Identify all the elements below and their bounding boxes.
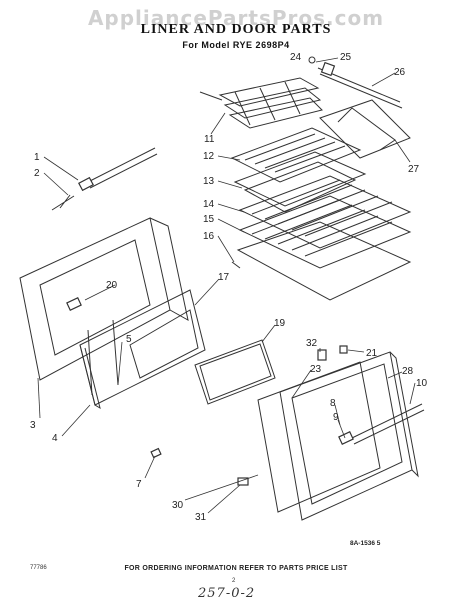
leader-lines (37, 57, 416, 514)
callout-4: 4 (52, 433, 58, 444)
door-gasket (194, 339, 276, 405)
callout-10: 10 (416, 378, 428, 389)
callout-labels: 1 2 3 4 5 7 8 9 10 11 12 13 14 15 16 17 … (30, 52, 428, 523)
page-number: 2 (232, 578, 236, 584)
callout-12: 12 (203, 151, 215, 162)
callout-27: 27 (408, 164, 420, 175)
callout-9: 9 (333, 412, 339, 423)
broiler-pan-lower (233, 151, 367, 213)
callout-17: 17 (218, 272, 230, 283)
callout-15: 15 (203, 214, 215, 225)
broil-element (199, 77, 323, 129)
bake-element (231, 221, 412, 301)
callout-21: 21 (366, 348, 378, 359)
callout-23: 23 (310, 364, 322, 375)
oven-liner (19, 217, 189, 381)
callout-31: 31 (195, 512, 207, 523)
callout-20: 20 (106, 280, 118, 291)
door-handle (338, 403, 425, 445)
outer-door (257, 351, 419, 521)
oven-light-assembly (308, 56, 403, 109)
callout-16: 16 (203, 231, 215, 242)
callout-2: 2 (34, 168, 40, 179)
callout-7: 7 (136, 479, 142, 490)
broiler-grid (230, 127, 362, 183)
model-label: For Model RYE 2698P4 (182, 40, 290, 50)
callout-14: 14 (203, 199, 215, 210)
callout-32: 32 (306, 338, 318, 349)
callout-28: 28 (402, 366, 414, 377)
drawing-reference: 8A-1536 5 (350, 540, 381, 547)
inner-door-glass (79, 289, 206, 410)
callout-1: 1 (34, 152, 40, 163)
ordering-footer: FOR ORDERING INFORMATION REFER TO PARTS … (124, 565, 348, 572)
broiler-pan (319, 99, 411, 159)
watermark: AppliancePartsPros.com (87, 6, 385, 30)
diagram-title: LINER AND DOOR PARTS (140, 22, 332, 37)
callout-11: 11 (204, 134, 215, 145)
callout-25: 25 (340, 52, 352, 63)
small-parts (150, 345, 348, 486)
callout-8: 8 (330, 398, 336, 409)
callout-19: 19 (274, 318, 286, 329)
callout-24: 24 (290, 52, 302, 63)
callout-3: 3 (30, 420, 36, 431)
handwritten-note: 257-0-2 (198, 586, 256, 601)
oven-racks (238, 175, 412, 269)
callout-5: 5 (126, 334, 132, 345)
callout-13: 13 (203, 176, 215, 187)
callout-26: 26 (394, 67, 406, 78)
callout-30: 30 (172, 500, 184, 511)
wire-harness (51, 147, 158, 211)
document-code: 77786 (30, 565, 47, 571)
